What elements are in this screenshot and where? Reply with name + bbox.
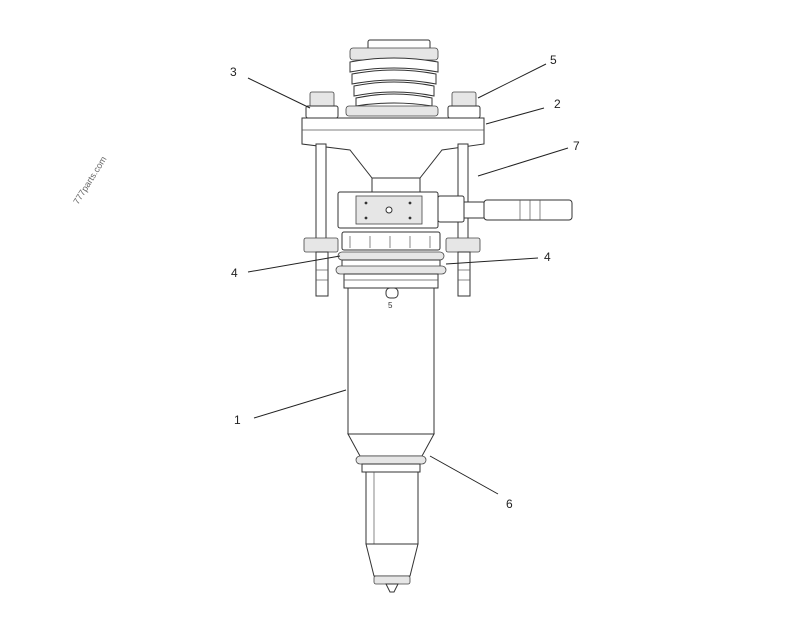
callout-1: 1: [234, 413, 241, 427]
watermark-text: 777parts.com: [71, 155, 108, 207]
callout-5: 5: [550, 53, 557, 67]
injector-body: 5: [347, 287, 435, 457]
callout-2: 2: [554, 97, 561, 111]
body-nut-and-seals: [335, 231, 447, 289]
body-mark-text: 5: [388, 301, 393, 310]
mounting-bracket: [301, 117, 485, 193]
callout-7: 7: [573, 139, 580, 153]
spring-assembly: [345, 39, 439, 117]
rocker-block: [337, 191, 439, 229]
right-bolt: [445, 91, 481, 297]
callout-4-right: 4: [544, 250, 551, 264]
callout-6: 6: [506, 497, 513, 511]
side-fitting: [437, 195, 573, 223]
callout-4-left: 4: [231, 266, 238, 280]
callout-3: 3: [230, 65, 237, 79]
left-bolt: [303, 91, 339, 297]
callout-lines: [247, 63, 569, 495]
nozzle-assembly: [355, 455, 427, 593]
